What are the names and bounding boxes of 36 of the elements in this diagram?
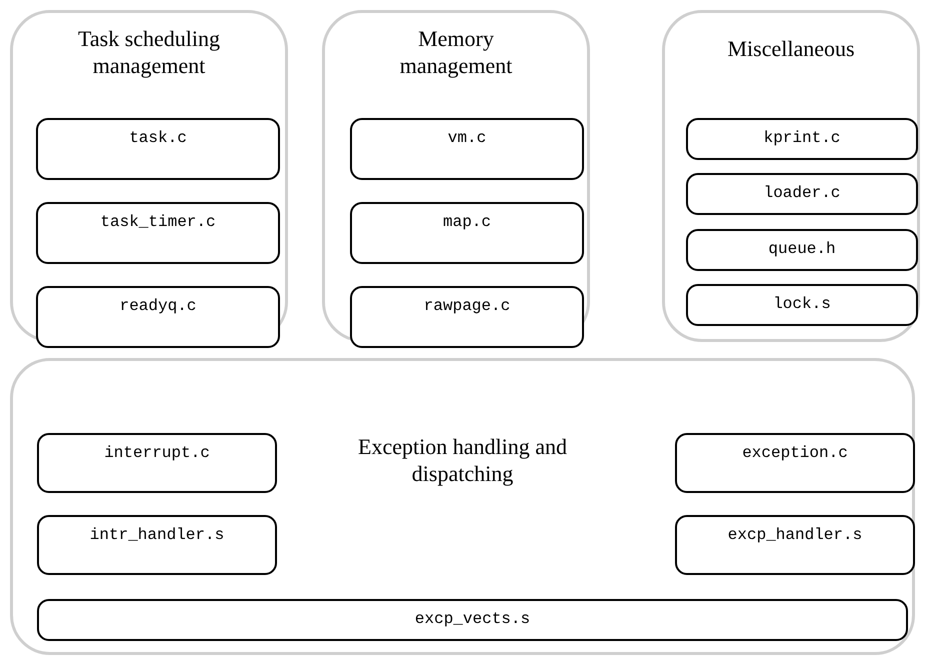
group-title: Exception handling and dispatching — [357, 433, 568, 487]
file-name: rawpage.c — [424, 297, 510, 315]
file-box — [350, 202, 584, 264]
file-name: map.c — [442, 213, 491, 231]
file-box — [37, 599, 908, 641]
file-name: loader.c — [764, 184, 840, 202]
group-panel — [10, 358, 915, 655]
file-box — [675, 515, 915, 575]
file-box — [350, 286, 584, 348]
file-name: queue.h — [768, 240, 836, 258]
file-box — [686, 284, 918, 326]
file-name: intr_handler.s — [90, 526, 224, 544]
file-name: excp_handler.s — [728, 526, 862, 544]
group-panel — [662, 10, 920, 342]
file-name: readyq.c — [120, 297, 196, 315]
file-box — [36, 202, 280, 264]
file-name: exception.c — [742, 444, 848, 462]
file-box — [36, 118, 280, 180]
file-name: interrupt.c — [104, 444, 210, 462]
file-box — [37, 433, 277, 493]
file-name: lock.s — [773, 295, 831, 313]
file-name: task.c — [129, 129, 187, 147]
file-box — [686, 118, 918, 160]
file-box — [350, 118, 584, 180]
file-box — [675, 433, 915, 493]
file-name: task_timer.c — [100, 213, 216, 231]
file-box — [686, 173, 918, 215]
group-title: Miscellaneous — [726, 35, 856, 62]
file-name: excp_vects.s — [414, 610, 530, 628]
file-box — [686, 229, 918, 271]
file-name: kprint.c — [764, 129, 840, 147]
group-title: Task scheduling management — [76, 25, 222, 79]
file-box — [37, 515, 277, 575]
file-name: vm.c — [448, 129, 486, 147]
group-title: Memory management — [398, 25, 514, 79]
file-box — [36, 286, 280, 348]
